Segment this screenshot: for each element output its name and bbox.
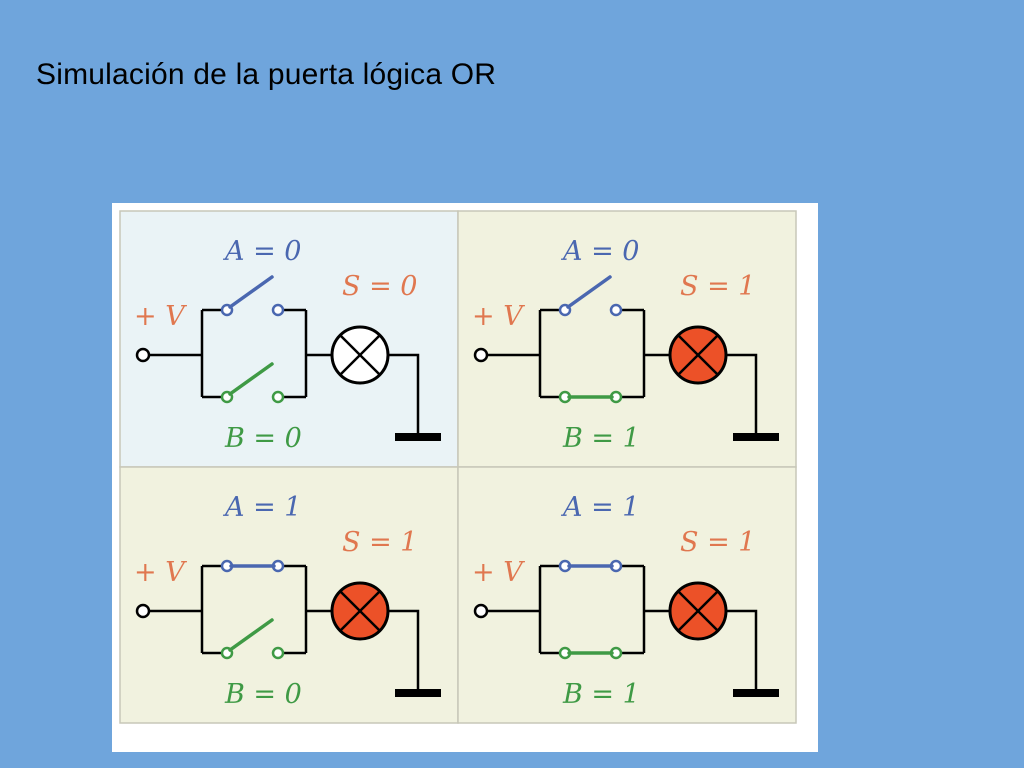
voltage-label: + V xyxy=(472,301,525,332)
switch-a-contact-right xyxy=(271,303,285,317)
wire-to-ground xyxy=(388,609,420,693)
slide-title: Simulación de la puerta lógica OR xyxy=(36,58,497,91)
switch-a-label: A = 1 xyxy=(560,492,639,523)
ground-symbol xyxy=(395,433,441,441)
switch-a-lever xyxy=(228,275,274,309)
switch-b-lever xyxy=(228,618,274,652)
switch-a-contact-right xyxy=(609,303,623,317)
output-label: S = 1 xyxy=(680,527,755,558)
switch-b-label: B = 0 xyxy=(224,423,302,454)
switch-b-lever xyxy=(228,362,274,396)
switch-a-label: A = 1 xyxy=(222,492,301,523)
ground-symbol xyxy=(733,433,779,441)
switch-b-contact-right xyxy=(271,390,285,404)
panel-background xyxy=(119,210,459,468)
or-gate-diagram: A = 0B = 0S = 0+ VA = 0B = 1S = 1+ VA = … xyxy=(119,210,797,724)
panel-background xyxy=(457,466,797,724)
input-terminal xyxy=(135,347,151,363)
input-terminal xyxy=(473,603,489,619)
lamp-cross-line xyxy=(677,334,719,376)
voltage-label: + V xyxy=(472,557,525,588)
lamp-cross-line xyxy=(677,590,719,632)
wire-to-ground xyxy=(726,609,758,693)
switch-a-label: A = 0 xyxy=(560,236,639,267)
circuit-panel-1: A = 0 B = 0 S = 0 + V xyxy=(119,210,459,468)
voltage-label: + V xyxy=(134,557,187,588)
ground-symbol xyxy=(395,689,441,697)
output-label: S = 1 xyxy=(680,271,755,302)
panel-background xyxy=(119,466,459,724)
switch-b-contact-right xyxy=(271,646,285,660)
output-label: S = 0 xyxy=(342,271,417,302)
circuit-panel-2: A = 0 B = 1 S = 1 + V xyxy=(457,210,797,468)
input-terminal xyxy=(135,603,151,619)
voltage-label: + V xyxy=(134,301,187,332)
switch-a-lever xyxy=(566,275,612,309)
lamp-cross-line xyxy=(339,334,381,376)
switch-b-label: B = 1 xyxy=(562,679,640,710)
ground-symbol xyxy=(733,689,779,697)
output-label: S = 1 xyxy=(342,527,417,558)
switch-b-label: B = 1 xyxy=(562,423,640,454)
wire-to-ground xyxy=(388,353,420,437)
switch-a-label: A = 0 xyxy=(222,236,301,267)
switch-b-label: B = 0 xyxy=(224,679,302,710)
circuit-panel-4: A = 1 B = 1 S = 1 + V xyxy=(457,466,797,724)
lamp-cross-line xyxy=(339,590,381,632)
circuit-panel-3: A = 1 B = 0 S = 1 + V xyxy=(119,466,459,724)
input-terminal xyxy=(473,347,489,363)
wire-to-ground xyxy=(726,353,758,437)
